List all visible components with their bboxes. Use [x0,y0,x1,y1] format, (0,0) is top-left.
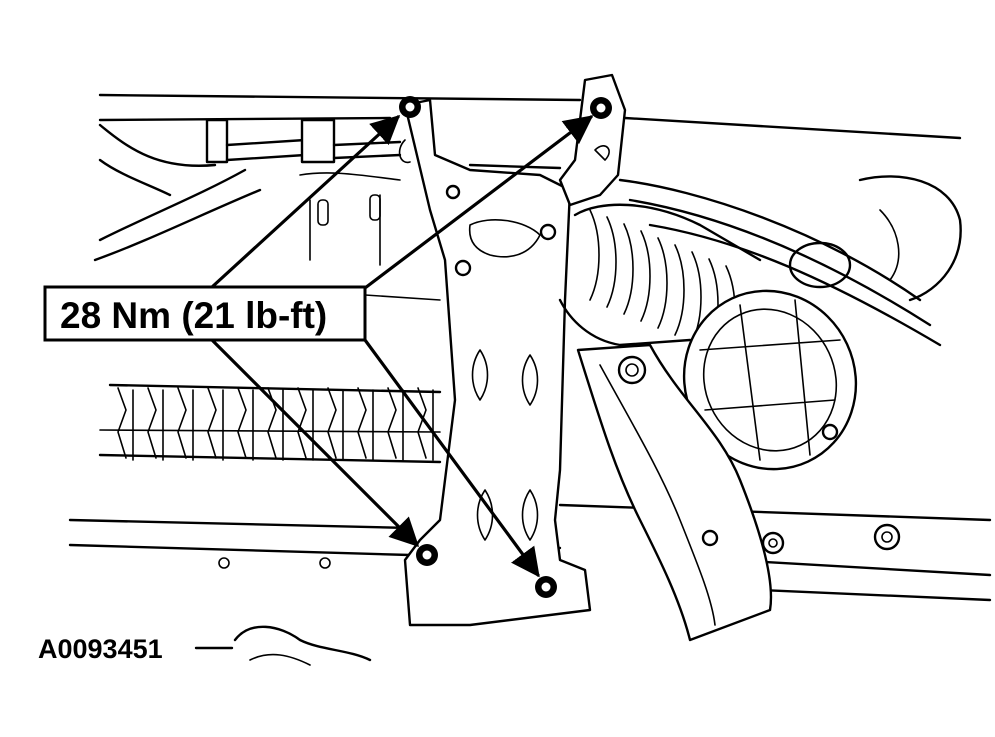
upper-right-bracket [558,73,627,207]
leader-arrow-upper-left [210,115,401,289]
air-filter-housing [682,175,962,471]
radiator-fin [177,387,187,459]
radiator-fin [117,387,127,459]
misc-fasteners [218,523,901,666]
bellows-ring [674,244,685,336]
left-hoses [93,118,441,301]
leader-arrow-lower-right [363,338,540,578]
bellows-ring [640,230,651,322]
leader-arrow-upper-right [363,115,594,290]
radiator-fin [207,387,217,459]
callout-box [43,285,367,342]
radiator-fin [237,387,247,459]
bellows-ring [589,209,600,301]
support-strut [576,343,773,642]
nut-lower-right [535,576,557,598]
radiator-fin [327,387,337,459]
bellows-ring [623,223,634,315]
torque-fasteners [399,96,612,598]
nut-lower-left [416,544,438,566]
torque-spec-label: 28 Nm (21 lb-ft) [60,295,327,336]
radiator-fin [357,387,367,459]
callout-leaders [210,115,594,578]
radiator-fin [387,387,397,459]
bellows-ring [606,216,617,308]
radiator-core [98,383,442,464]
radiator-fin [147,387,157,459]
radiator-fin [417,387,427,459]
radiator-fin [297,387,307,459]
bellows-ring [657,237,668,329]
figure-reference: A0093451 [38,634,234,664]
figure-reference-code: A0093451 [38,634,163,664]
nut-upper-left [399,96,421,118]
intake-bellows [558,178,942,357]
leader-arrow-lower-left [210,338,420,548]
nut-upper-right [590,97,612,119]
mounting-bracket [398,98,592,627]
frame-rails [68,93,992,602]
torque-callout: 28 Nm (21 lb-ft) [43,285,367,342]
